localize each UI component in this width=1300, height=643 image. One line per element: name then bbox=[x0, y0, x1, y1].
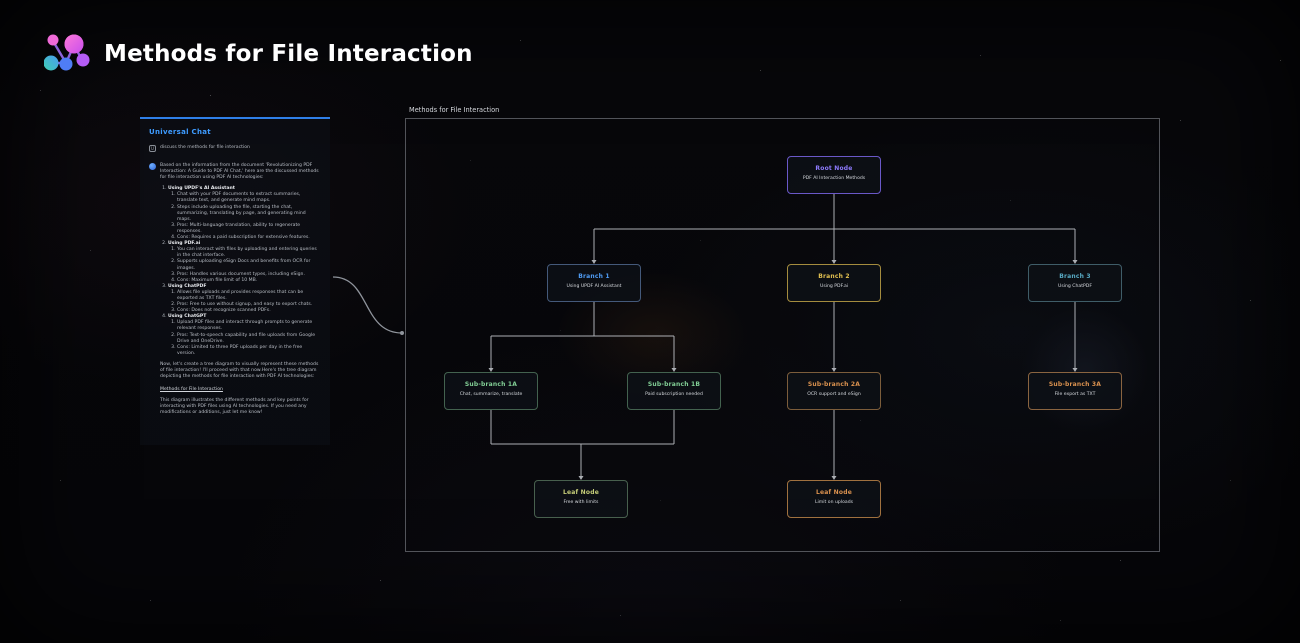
method-step: Pros: Free to use without signup, and ea… bbox=[177, 302, 321, 308]
diagram-canvas[interactable]: Root Node PDF AI Interaction Methods Bra… bbox=[405, 118, 1160, 552]
node-leaf-limit[interactable]: Leaf Node Limit on uploads bbox=[787, 480, 881, 518]
node-sub-branch-2a[interactable]: Sub-branch 2A OCR support and eSign bbox=[787, 372, 881, 410]
method-item: Using UPDF's AI Assistant Chat with your… bbox=[168, 186, 321, 241]
node-sub-branch-3a[interactable]: Sub-branch 3A File export as TXT bbox=[1028, 372, 1122, 410]
method-step: Upload PDF files and interact through pr… bbox=[177, 320, 321, 332]
method-step: Steps include uploading the file, starti… bbox=[177, 205, 321, 223]
node-title: Sub-branch 1A bbox=[464, 381, 518, 388]
diagram-link[interactable]: Methods for File Interaction bbox=[160, 387, 223, 393]
node-title: Root Node bbox=[815, 165, 853, 172]
chat-panel: Universal Chat U discuss the methods for… bbox=[140, 117, 330, 445]
method-item: Using ChatPDF Allows file uploads and pr… bbox=[168, 284, 321, 314]
node-root[interactable]: Root Node PDF AI Interaction Methods bbox=[787, 156, 881, 194]
user-message: discuss the methods for file interaction bbox=[160, 145, 250, 150]
node-subtitle: Using ChatPDF bbox=[1057, 284, 1092, 289]
app-logo-icon bbox=[43, 32, 90, 76]
node-branch-2[interactable]: Branch 2 Using PDF.ai bbox=[787, 264, 881, 302]
method-step: Supports uploading eSign Docs and benefi… bbox=[177, 259, 321, 271]
node-subtitle: OCR support and eSign bbox=[807, 392, 861, 397]
assistant-intro: Based on the information from the docume… bbox=[160, 163, 319, 181]
node-title: Sub-branch 1B bbox=[647, 381, 701, 388]
method-item: Using PDF.ai You can interact with files… bbox=[168, 241, 321, 284]
method-step: Pros: Multi-language translation, abilit… bbox=[177, 223, 321, 235]
method-item: Using ChatGPT Upload PDF files and inter… bbox=[168, 314, 321, 357]
node-branch-1[interactable]: Branch 1 Using UPDF AI Assistant bbox=[547, 264, 641, 302]
user-message-row: U discuss the methods for file interacti… bbox=[149, 145, 321, 152]
ai-avatar-icon bbox=[149, 163, 156, 170]
assistant-outro: Now, let's create a tree diagram to visu… bbox=[160, 361, 319, 380]
app-header: Methods for File Interaction bbox=[43, 32, 473, 76]
diagram-title: Methods for File Interaction bbox=[409, 106, 500, 114]
page-title: Methods for File Interaction bbox=[104, 41, 473, 67]
chat-panel-title: Universal Chat bbox=[149, 128, 211, 136]
node-subtitle: Using UPDF AI Assistant bbox=[566, 284, 622, 289]
node-subtitle: PDF AI Interaction Methods bbox=[802, 176, 866, 181]
node-subtitle: Paid subscription needed bbox=[645, 392, 703, 397]
node-sub-branch-1a[interactable]: Sub-branch 1A Chat, summarize, translate bbox=[444, 372, 538, 410]
starfield-background bbox=[0, 0, 1, 1]
node-title: Sub-branch 2A bbox=[807, 381, 861, 388]
node-title: Branch 3 bbox=[1059, 273, 1091, 280]
user-avatar-icon: U bbox=[149, 145, 156, 152]
node-subtitle: File export as TXT bbox=[1054, 392, 1096, 397]
node-subtitle: Using PDF.ai bbox=[819, 284, 849, 289]
method-step: Cons: Maximum file limit of 10 MB. bbox=[177, 278, 321, 284]
node-subtitle: Chat, summarize, translate bbox=[459, 392, 523, 397]
chat-to-diagram-connector bbox=[332, 276, 404, 335]
method-step: Allows file uploads and provides respons… bbox=[177, 290, 321, 302]
methods-list: Using UPDF's AI Assistant Chat with your… bbox=[160, 186, 321, 357]
tree-edges bbox=[488, 194, 1078, 480]
node-title: Leaf Node bbox=[816, 489, 852, 496]
method-step: Cons: Requires a paid subscription for e… bbox=[177, 235, 321, 241]
method-step: You can interact with files by uploading… bbox=[177, 247, 321, 259]
node-subtitle: Limit on uploads bbox=[814, 500, 854, 505]
assistant-message-row: Based on the information from the docume… bbox=[149, 163, 321, 422]
node-sub-branch-1b[interactable]: Sub-branch 1B Paid subscription needed bbox=[627, 372, 721, 410]
method-step: Cons: Does not recognize scanned PDFs. bbox=[177, 308, 321, 314]
node-leaf-free[interactable]: Leaf Node Free with limits bbox=[534, 480, 628, 518]
node-title: Sub-branch 3A bbox=[1048, 381, 1102, 388]
node-title: Branch 2 bbox=[818, 273, 850, 280]
method-step: Pros: Text-to-speech capability and file… bbox=[177, 333, 321, 345]
node-subtitle: Free with limits bbox=[563, 500, 599, 505]
node-branch-3[interactable]: Branch 3 Using ChatPDF bbox=[1028, 264, 1122, 302]
method-step: Cons: Limited to three PDF uploads per d… bbox=[177, 345, 321, 357]
assistant-closing: This diagram illustrates the different m… bbox=[160, 398, 309, 416]
assistant-message: Based on the information from the docume… bbox=[160, 163, 321, 422]
node-title: Branch 1 bbox=[578, 273, 610, 280]
node-title: Leaf Node bbox=[563, 489, 599, 496]
method-step: Chat with your PDF documents to extract … bbox=[177, 192, 321, 204]
method-step: Pros: Handles various document types, in… bbox=[177, 272, 321, 278]
